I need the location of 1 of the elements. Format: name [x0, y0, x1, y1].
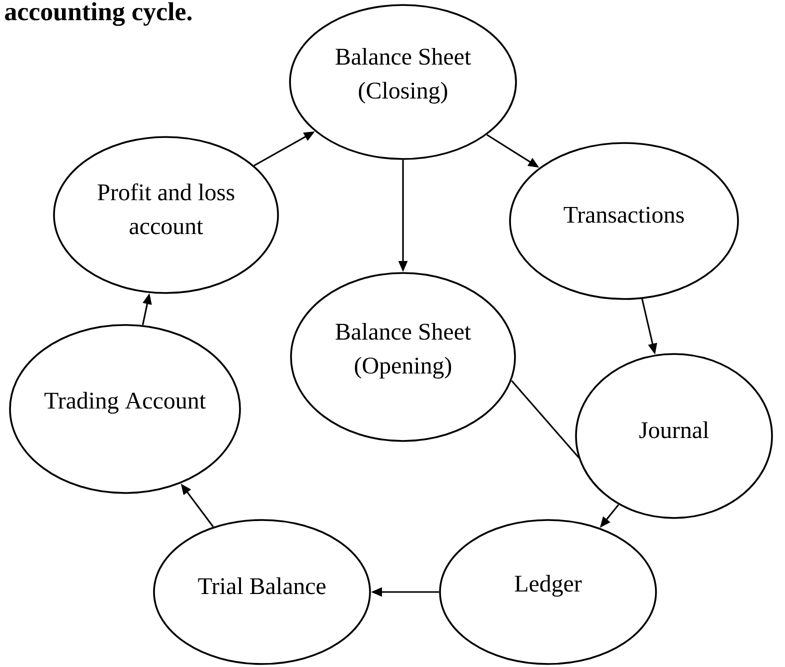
title: accounting cycle.	[5, 2, 192, 26]
